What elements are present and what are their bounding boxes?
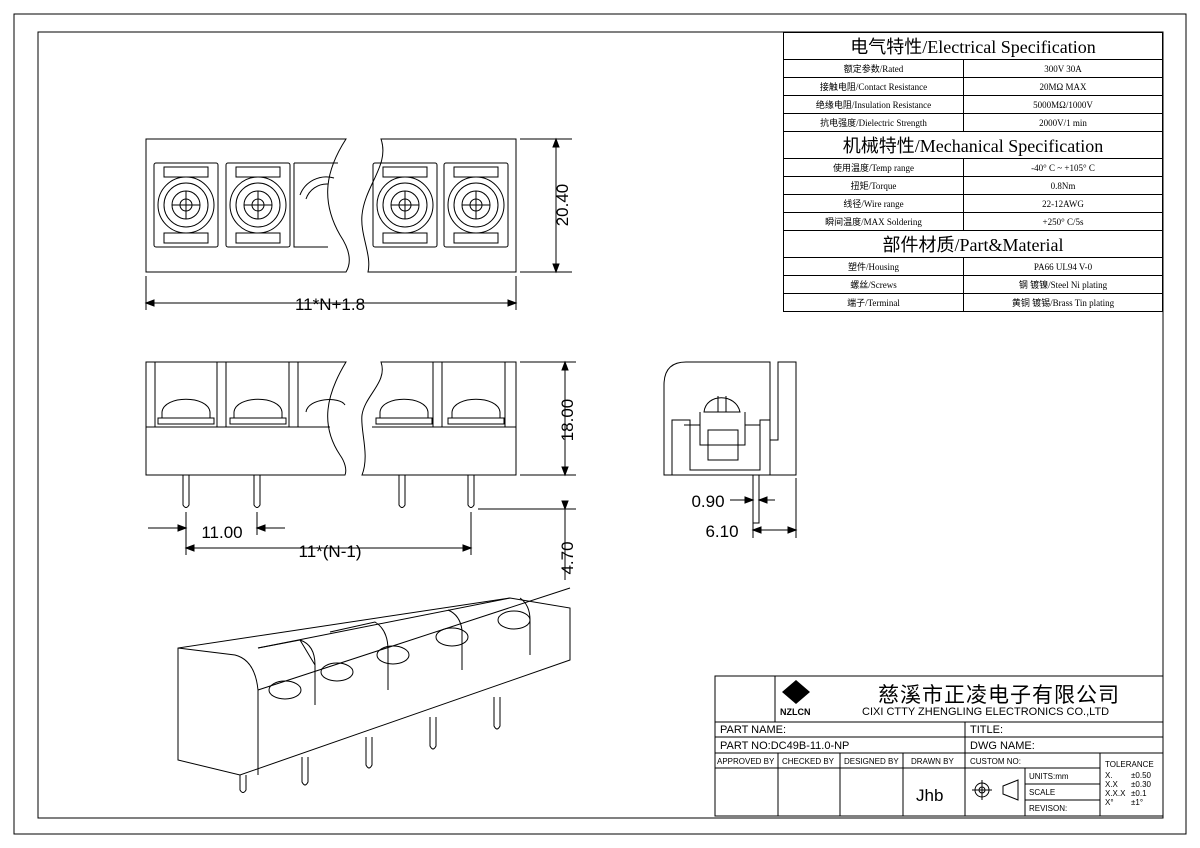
row-label: 使用温度/Temp range — [783, 158, 964, 177]
row-value: PA66 UL94 V-0 — [963, 257, 1163, 276]
tol-value: ±0.50 — [1131, 771, 1151, 780]
tolerance-row: X° ±1° — [1105, 798, 1161, 807]
row-value: 钢 镀镍/Steel Ni plating — [963, 275, 1163, 294]
mechanical-header: 机械特性/Mechanical Specification — [783, 131, 1163, 159]
row-value: 黄铜 镀锡/Brass Tin plating — [963, 293, 1163, 312]
tolerance-row: X.X ±0.30 — [1105, 780, 1161, 789]
row-value: 0.8Nm — [963, 176, 1163, 195]
top-view — [144, 137, 572, 310]
inner-border — [37, 31, 1164, 819]
dim-span: 11*(N-1) — [299, 542, 362, 561]
front-view-cavities — [154, 362, 506, 427]
title-block-frame — [714, 675, 1164, 817]
row-value: +250° C/5s — [963, 212, 1163, 231]
front-view — [145, 360, 576, 580]
row-label: 线径/Wire range — [783, 194, 964, 213]
material-header: 部件材质/Part&Material — [783, 230, 1163, 258]
dwg-name-label: DWG NAME: — [970, 740, 1035, 752]
spec-table: 电气特性/Electrical Specification 额定参数/Rated… — [783, 32, 1163, 312]
tolerance-title: TOLERANCE — [1105, 760, 1154, 769]
tol-key: X.X.X — [1105, 789, 1126, 798]
table-row: 瞬间温度/MAX Soldering+250° C/5s — [783, 212, 1163, 231]
tolerance-row: X. ±0.50 — [1105, 771, 1161, 780]
tol-key: X. — [1105, 771, 1113, 780]
tol-key: X° — [1105, 798, 1114, 807]
dim-height-front: 18.00 — [558, 399, 577, 442]
part-name-label: PART NAME: — [720, 724, 787, 736]
row-value: -40° C ~ +105° C — [963, 158, 1163, 177]
top-view-terminals — [153, 162, 509, 248]
row-label: 螺丝/Screws — [783, 275, 964, 294]
isometric-view — [177, 587, 571, 793]
row-value: 5000MΩ/1000V — [963, 95, 1163, 114]
dim-width-total: 11*N+1.8 — [295, 295, 365, 314]
tol-value: ±0.1 — [1131, 789, 1147, 798]
title-label: TITLE: — [970, 724, 1004, 736]
drawn-by-value: Jhb — [916, 786, 944, 805]
row-label: 抗电强度/Dielectric Strength — [783, 113, 964, 132]
tol-value: ±0.30 — [1131, 780, 1151, 789]
row-label: 扭矩/Torque — [783, 176, 964, 195]
custom-no-label: CUSTOM NO: — [970, 757, 1021, 766]
row-label: 额定参数/Rated — [783, 59, 964, 78]
logo-text: NZLCN — [780, 707, 811, 717]
scale-label: SCALE — [1029, 788, 1056, 797]
part-no-label: PART NO:DC49B-11.0-NP — [720, 740, 850, 752]
approved-by-label: APPROVED BY — [717, 757, 775, 766]
dim-side-width: 6.10 — [705, 522, 738, 541]
iso-screws — [268, 610, 531, 700]
company-en: CIXI CTTY ZHENGLING ELECTRONICS CO.,LTD — [862, 706, 1110, 718]
drawn-by-label: DRAWN BY — [911, 757, 954, 766]
row-label: 端子/Terminal — [783, 293, 964, 312]
dim-pin-width: 0.90 — [691, 492, 724, 511]
checked-by-label: CHECKED BY — [782, 757, 835, 766]
row-value: 20MΩ MAX — [963, 77, 1163, 96]
row-label: 接触电阻/Contact Resistance — [783, 77, 964, 96]
designed-by-label: DESIGNED BY — [844, 757, 899, 766]
revision-label: REVISON: — [1029, 804, 1068, 813]
row-label: 绝缘电阻/Insulation Resistance — [783, 95, 964, 114]
outer-border — [13, 13, 1187, 835]
tol-value: ±1° — [1131, 798, 1144, 807]
dim-pitch: 11.00 — [201, 523, 242, 542]
row-value: 2000V/1 min — [963, 113, 1163, 132]
tolerance-row: X.X.X ±0.1 — [1105, 789, 1161, 798]
row-value: 22-12AWG — [963, 194, 1163, 213]
side-view — [663, 361, 798, 538]
tolerance-list: X. ±0.50 X.X ±0.30 X.X.X ±0.1 X° ±1° — [1105, 771, 1161, 807]
company-cn: 慈溪市正凌电子有限公司 — [878, 684, 1120, 707]
units-label: UNITS:mm — [1029, 772, 1069, 781]
tol-key: X.X — [1105, 780, 1118, 789]
row-label: 瞬间温度/MAX Soldering — [783, 212, 964, 231]
row-label: 塑件/Housing — [783, 257, 964, 276]
iso-pins — [239, 697, 501, 793]
electrical-header: 电气特性/Electrical Specification — [783, 32, 1163, 60]
row-value: 300V 30A — [963, 59, 1163, 78]
table-row: 使用温度/Temp range-40° C ~ +105° C — [783, 158, 1163, 177]
dim-pin-length: 4.70 — [558, 541, 577, 574]
front-view-pins — [182, 475, 475, 508]
dim-height-top: 20.40 — [553, 184, 572, 227]
